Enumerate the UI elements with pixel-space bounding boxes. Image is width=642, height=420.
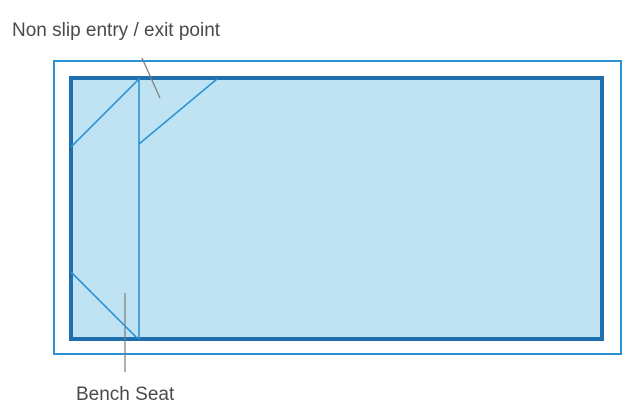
bench-seat-label: Bench Seat [76, 384, 175, 405]
entry-step-diagonal [138, 78, 218, 145]
pool-coping-outline [53, 60, 622, 355]
entry-exit-leader-line [141, 57, 161, 99]
entry-exit-label: Non slip entry / exit point [12, 20, 221, 41]
corner-step-top-left [70, 78, 140, 148]
corner-step-bottom-left [70, 271, 138, 339]
pool-water-area [69, 76, 604, 341]
